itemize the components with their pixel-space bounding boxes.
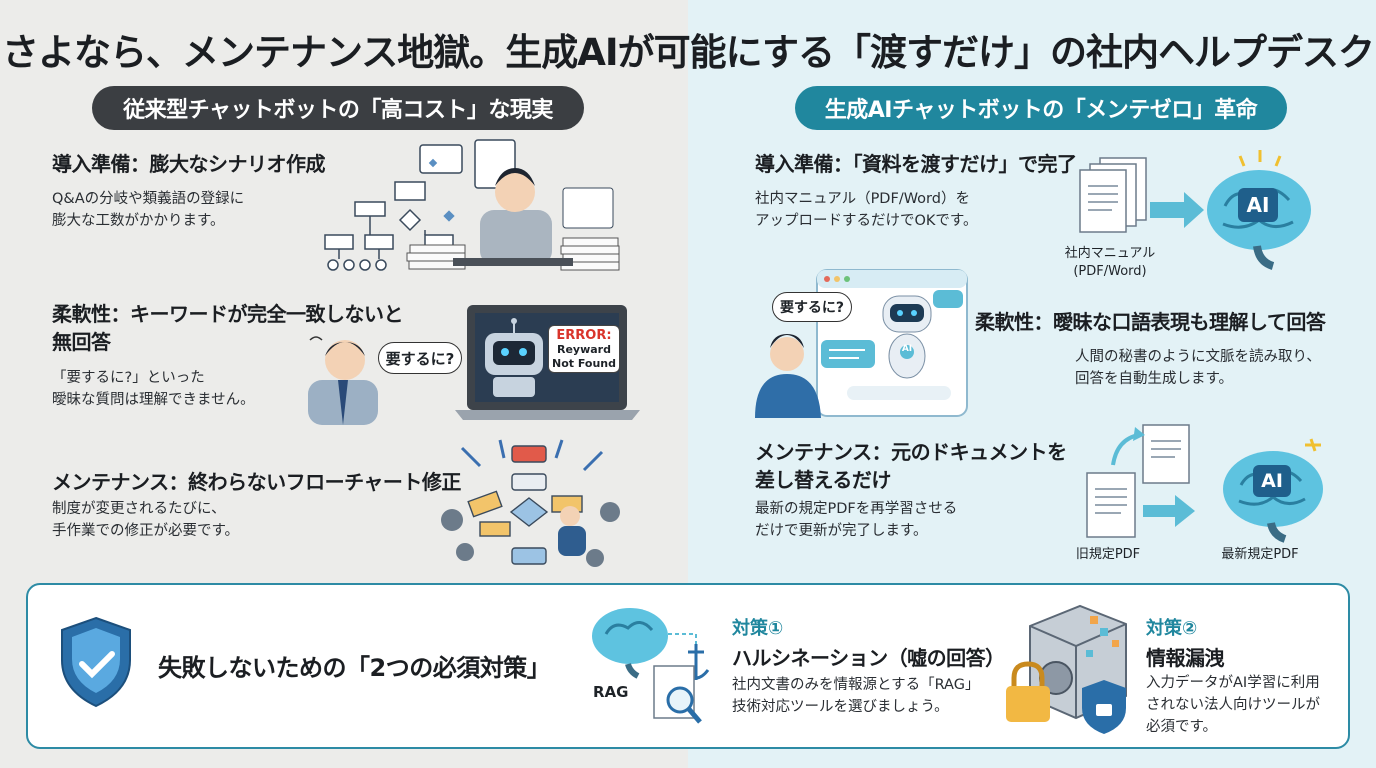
measure-1-heading: ハルシネーション（嘘の回答） — [732, 646, 1005, 670]
arrow-right-icon — [1150, 192, 1204, 228]
confused-person-icon — [308, 336, 378, 425]
robot-icon — [882, 295, 932, 379]
worker-icon — [558, 506, 586, 556]
left-section-1-heading: 導入準備：膨大なシナリオ作成 — [52, 152, 326, 176]
right-section-3-heading: メンテナンス：元のドキュメントを差し替えるだけ — [755, 440, 1067, 492]
flowchart-stress-illustration — [324, 139, 620, 271]
measure-2-heading: 情報漏洩 — [1146, 646, 1225, 670]
left-section-1-body: Q&Aの分岐や類義語の登録に膨大な工数がかかります。 — [52, 191, 245, 229]
right-section-2-heading: 柔軟性：曖昧な口語表現も理解して回答 — [975, 310, 1326, 334]
gear-icon — [441, 502, 620, 567]
person-icon — [755, 334, 821, 418]
measure-2-label: 対策② — [1146, 618, 1198, 639]
right-section-2-body: 人間の秘書のように文脈を読み取り、回答を自動生成します。 — [1075, 349, 1321, 387]
left-section-2-body: 「要するに?」といった曖昧な質問は理解できません。 — [52, 370, 255, 408]
speech-bubble: 要するに? — [772, 292, 852, 322]
chat-interface-illustration — [755, 269, 968, 418]
document-stack-icon — [1079, 157, 1147, 233]
stressed-worker-icon — [453, 168, 573, 266]
shield-lock-icon — [1082, 680, 1126, 734]
old-pdf-caption: 旧規定PDF — [1075, 547, 1141, 562]
left-section-3-heading: メンテナンス：終わらないフローチャート修正 — [52, 470, 461, 494]
manual-caption: 社内マニュアル(PDF/Word) — [1064, 246, 1156, 279]
measure-2-body: 入力データがAI学習に利用されない法人向けツールが必須です。 — [1146, 675, 1320, 735]
page-title: さよなら、メンテナンス地獄。生成AIが可能にする「渡すだけ」の社内ヘルプデスク — [1, 31, 1375, 74]
rag-label: RAG — [593, 683, 629, 701]
flowchart-repair-illustration — [441, 439, 620, 567]
ai-chip-label: AI — [1238, 188, 1278, 222]
left-section-3-body: 制度が変更されるたびに、手作業での修正が必要です。 — [52, 501, 240, 539]
rag-illustration — [592, 608, 710, 724]
measure-1-label: 対策① — [732, 618, 784, 639]
measures-title: 失敗しないための「2つの必須対策」 — [158, 654, 551, 682]
left-panel-header: 従来型チャットボットの「高コスト」な現実 — [92, 86, 584, 130]
right-section-1-body: 社内マニュアル（PDF/Word）をアップロードするだけでOKです。 — [755, 191, 978, 229]
robot-icon — [485, 318, 543, 397]
shield-check-icon — [61, 616, 131, 708]
new-document-icon — [1142, 424, 1190, 484]
old-document-icon — [1086, 472, 1136, 538]
speech-bubble: 要するに? — [378, 342, 462, 374]
padlock-icon — [1006, 661, 1050, 722]
magnifier-icon — [666, 686, 702, 724]
measure-1-body: 社内文書のみを情報源とする「RAG」技術対応ツールを選びましょう。 — [732, 677, 980, 715]
right-section-3-body: 最新の規定PDFを再学習させるだけで更新が完了します。 — [755, 501, 958, 539]
error-message: ERROR: Reyward Not Found — [548, 325, 620, 373]
ai-chip-label: AI — [1253, 465, 1291, 497]
right-panel-header: 生成AIチャットボットの「メンテゼロ」革命 — [795, 86, 1287, 130]
right-section-1-heading: 導入準備：「資料を渡すだけ」で完了 — [755, 152, 1077, 176]
document-swap-illustration — [1086, 424, 1195, 538]
secure-vault-illustration — [1006, 604, 1127, 734]
left-section-2-heading: 柔軟性：キーワードが完全一致しないと無回答 — [52, 302, 404, 354]
bot-label: AI — [901, 344, 913, 354]
new-pdf-caption: 最新規定PDF — [1221, 547, 1299, 562]
